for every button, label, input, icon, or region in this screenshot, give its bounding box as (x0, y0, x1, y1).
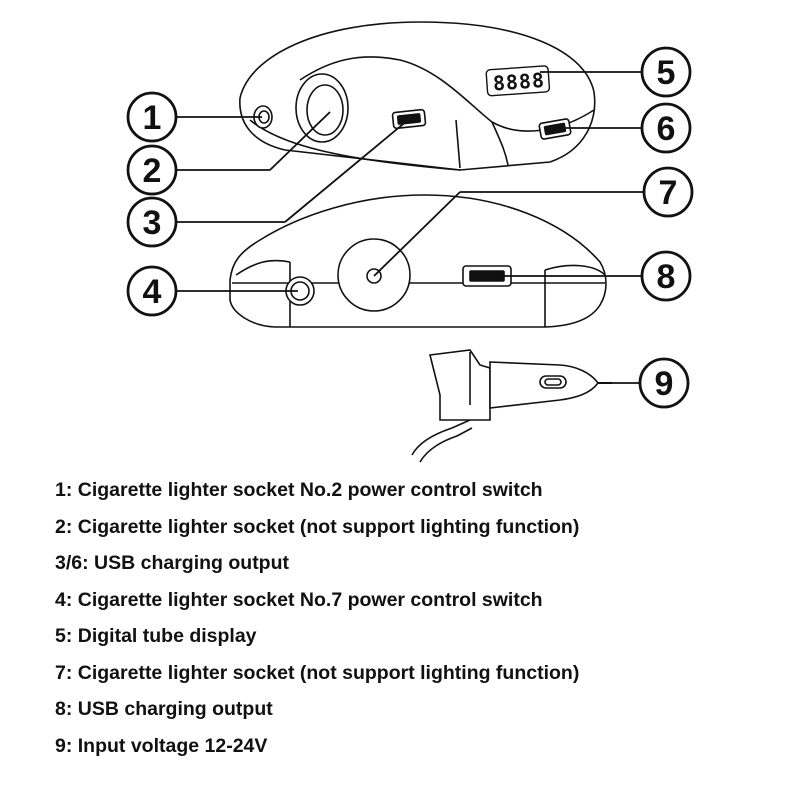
car-plug-led-inner (544, 378, 562, 386)
svg-text:7: 7 (659, 174, 678, 212)
top-device-right-face (491, 121, 509, 166)
legend-item-5: 5: Digital tube display (55, 625, 257, 647)
svg-text:9: 9 (655, 365, 674, 403)
car-plug-led (539, 375, 567, 389)
leader-line-3-diagonal (284, 119, 409, 223)
callout-2: 2 (126, 144, 178, 196)
legend-item-3-6: 3/6: USB charging output (55, 552, 289, 574)
svg-text:2: 2 (143, 152, 162, 190)
car-plug-cap (429, 349, 491, 421)
callout-7: 7 (642, 166, 694, 218)
display-panel (485, 65, 551, 97)
middle-device-top-seam (235, 259, 291, 276)
svg-text:1: 1 (143, 99, 162, 137)
leader-line-7 (373, 191, 461, 277)
top-cigarette-socket-inner (306, 84, 344, 136)
svg-text:3: 3 (143, 204, 162, 242)
svg-text:6: 6 (657, 110, 676, 148)
callout-1: 1 (126, 91, 178, 143)
legend-item-2: 2: Cigarette lighter socket (not support… (55, 515, 580, 538)
top-usb-port-3-inner (396, 113, 422, 125)
callout-3: 3 (126, 196, 178, 248)
callout-5: 5 (640, 46, 692, 98)
car-plug (411, 349, 612, 463)
callout-6: 6 (640, 102, 692, 154)
digital-display: 8 8 8 8 (485, 65, 551, 97)
top-device-side-edge (455, 119, 461, 169)
callout-8: 8 (640, 250, 692, 302)
middle-device-right-cap (544, 264, 606, 276)
leader-lines (176, 71, 644, 384)
legend-item-9: 9: Input voltage 12-24V (55, 734, 268, 757)
legend: 1: Cigarette lighter socket No.2 power c… (55, 478, 775, 770)
callouts: 1 2 3 4 5 6 7 8 (126, 46, 694, 409)
svg-text:8: 8 (657, 258, 676, 296)
product-diagram: 8 8 8 8 (126, 21, 694, 463)
svg-text:4: 4 (143, 273, 162, 311)
display-digit: 8 (531, 68, 545, 93)
car-plug-cable-outline (419, 427, 473, 463)
display-digit: 8 (492, 71, 506, 96)
display-digit: 8 (518, 69, 532, 94)
top-device (239, 21, 596, 171)
top-cigarette-socket (295, 73, 349, 143)
svg-text:5: 5 (657, 54, 676, 92)
display-digit: 8 (505, 70, 519, 95)
legend-item-7: 7: Cigarette lighter socket (not support… (55, 661, 580, 684)
middle-device (229, 194, 607, 328)
callout-9: 9 (638, 357, 690, 409)
legend-item-8: 8: USB charging output (55, 698, 273, 720)
leader-line-2-diagonal (269, 111, 331, 171)
legend-item-1: 1: Cigarette lighter socket No.2 power c… (55, 479, 543, 501)
callout-4: 4 (126, 265, 178, 317)
legend-item-4: 4: Cigarette lighter socket No.7 power c… (55, 588, 543, 611)
car-plug-cable (411, 419, 471, 456)
